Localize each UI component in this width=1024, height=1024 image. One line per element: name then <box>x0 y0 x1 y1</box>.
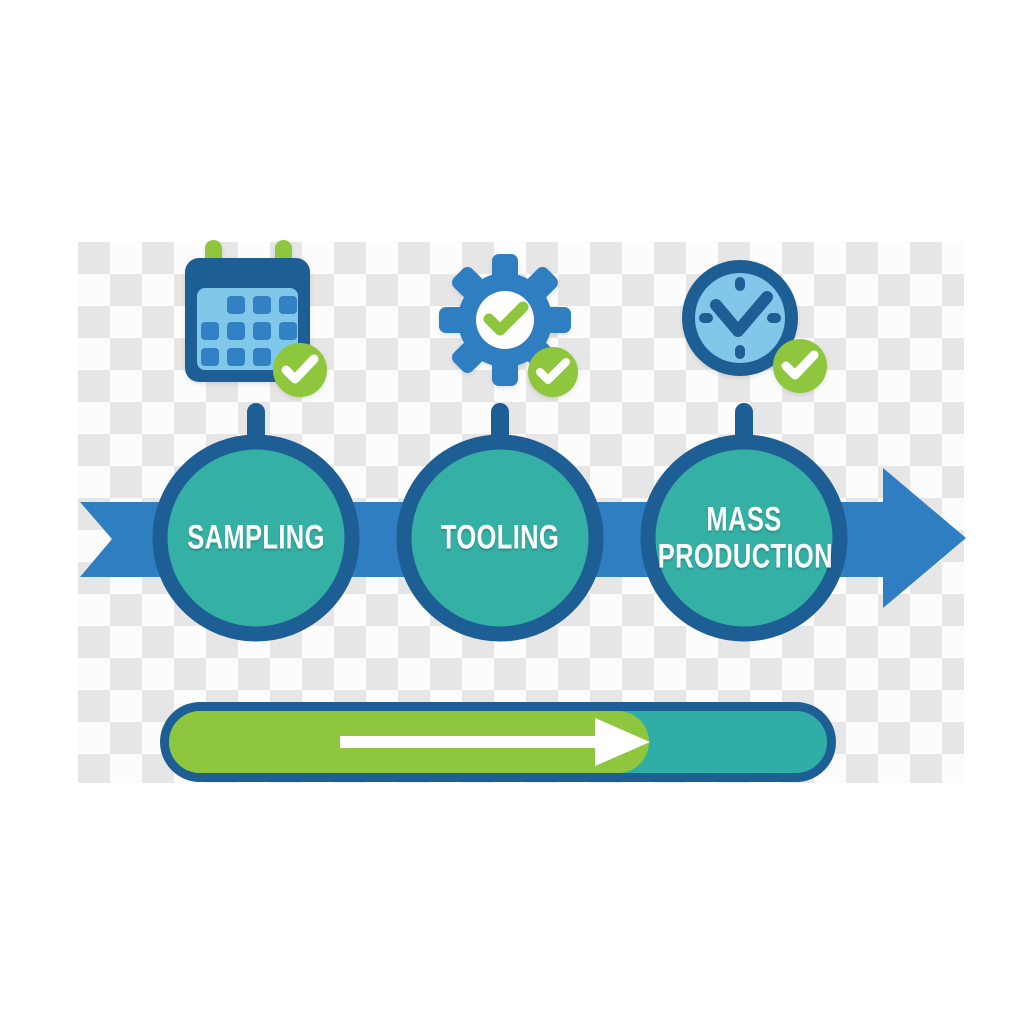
stage-label-mass-production: MASS PRODUCTION <box>657 500 833 575</box>
calendar-panel <box>197 288 298 370</box>
clock-check-icon <box>682 260 827 393</box>
calendar-check-icon <box>185 240 327 397</box>
check-badge-icon <box>528 347 578 397</box>
stage-circle-sampling <box>152 434 360 642</box>
check-badge-icon <box>773 339 827 393</box>
check-badge-icon <box>273 343 327 397</box>
stage-label-tooling: TOOLING <box>440 518 560 557</box>
stage-circle-tooling <box>396 434 604 642</box>
stage-label-sampling: SAMPLING <box>187 518 325 557</box>
gear-checkmark <box>483 301 529 336</box>
clock-hands <box>710 291 773 337</box>
calendar-day-grid <box>201 296 297 366</box>
white-right-arrow-icon <box>340 718 650 766</box>
gear-wheel <box>439 254 571 386</box>
clock-ticks <box>699 277 781 359</box>
progress-bar <box>160 702 836 782</box>
stage-circle-mass-production <box>640 434 848 642</box>
clock-face <box>682 260 798 376</box>
gear-check-icon <box>439 254 578 397</box>
